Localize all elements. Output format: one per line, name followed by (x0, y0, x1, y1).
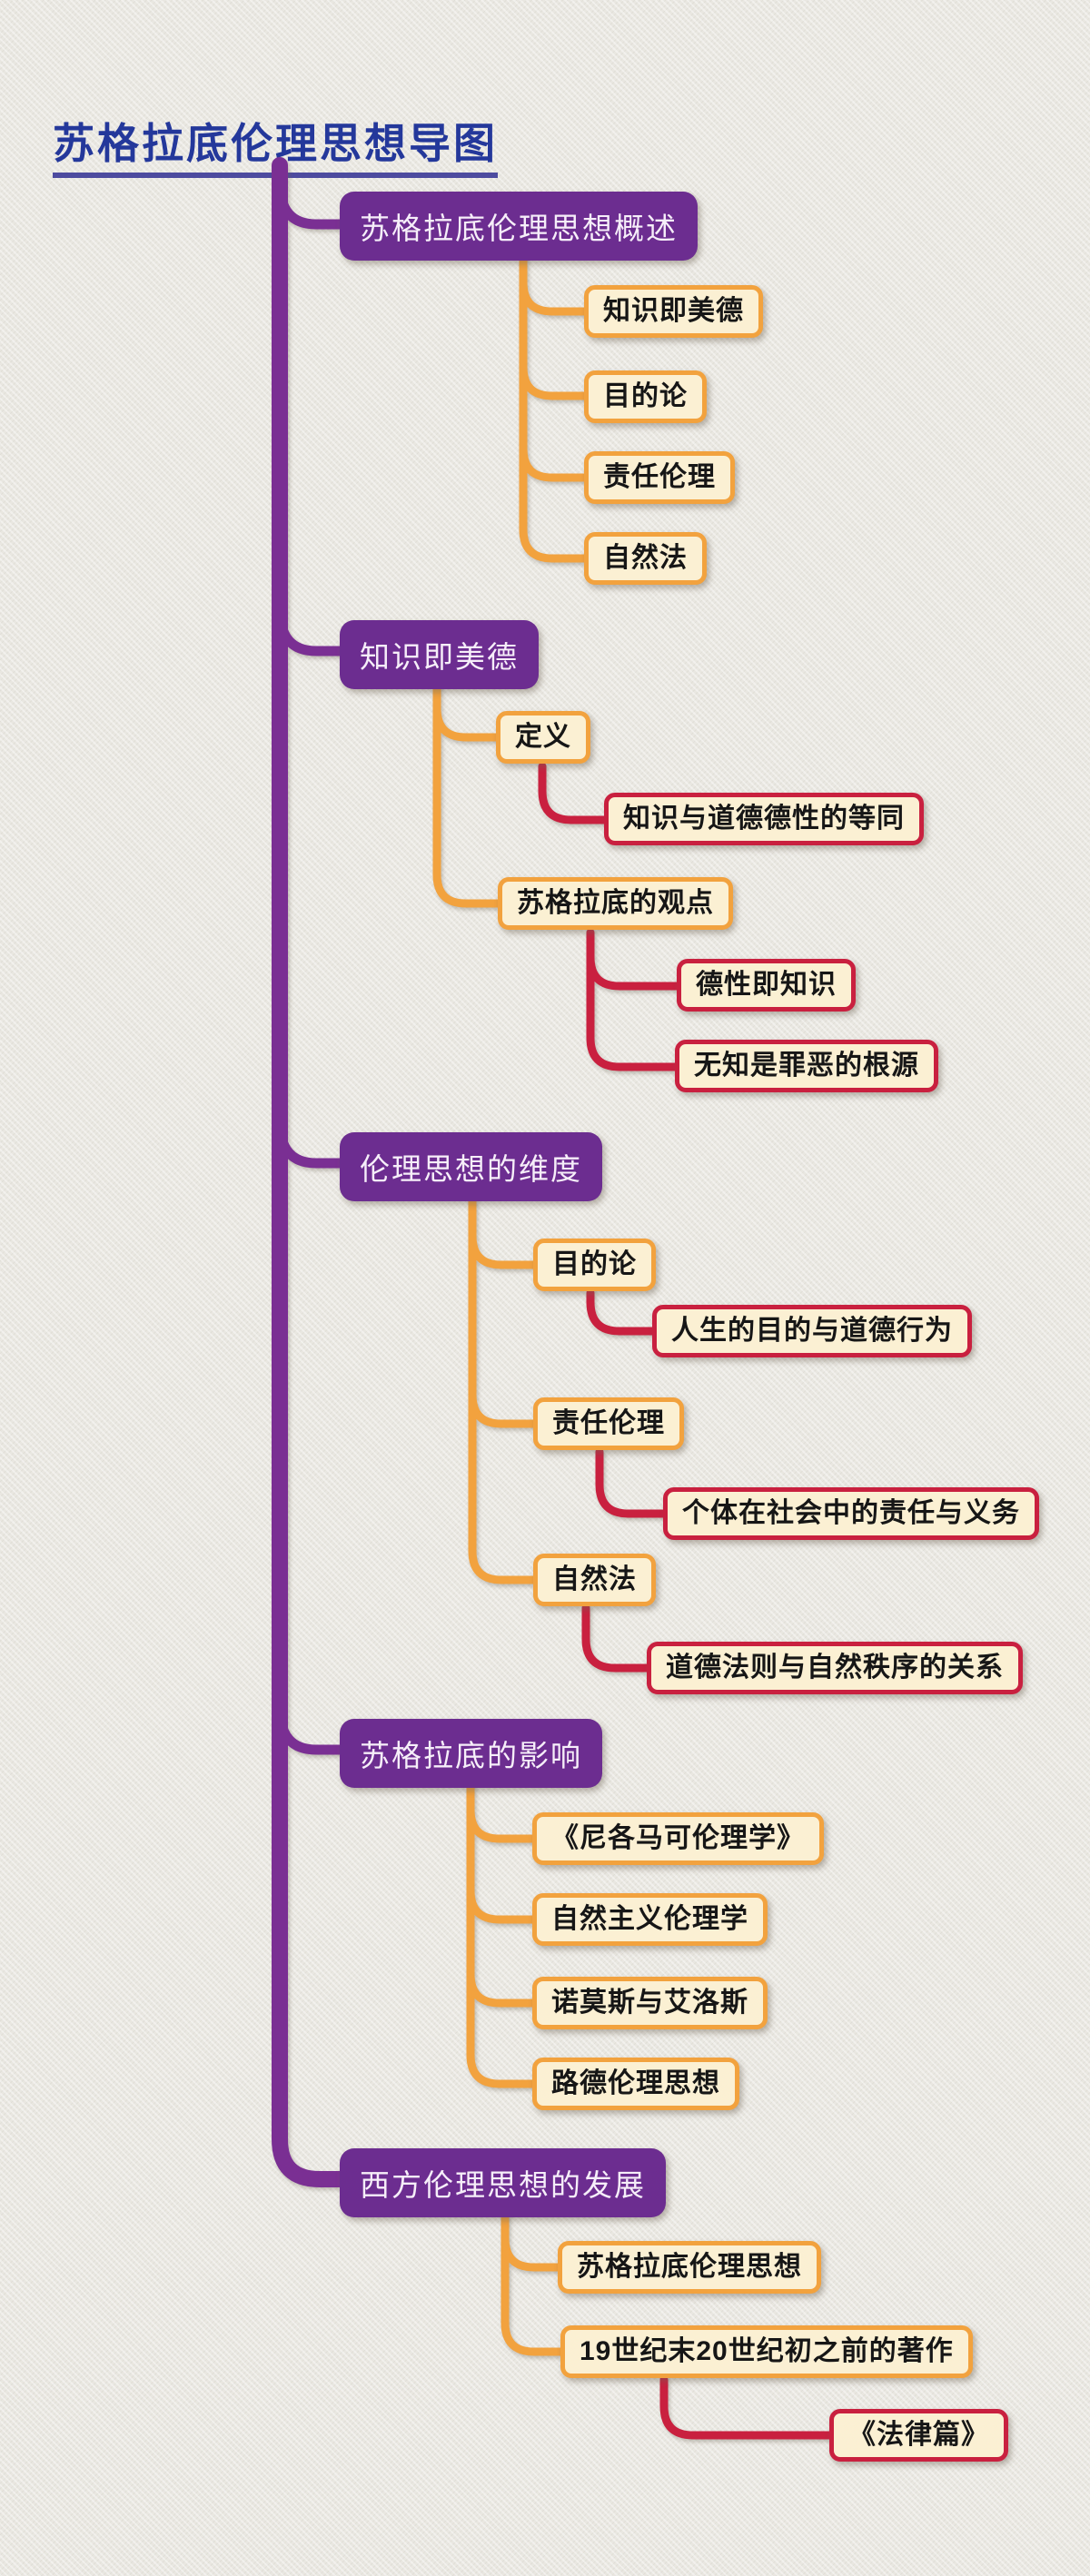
connector-b4-child1 (466, 1805, 537, 1843)
node-responsibility-ethics[interactable]: 责任伦理 (584, 451, 735, 504)
node-socrates-influence[interactable]: 苏格拉底的影响 (340, 1719, 602, 1788)
connector-b1-child2 (519, 362, 589, 400)
node-socrates-viewpoint[interactable]: 苏格拉底的观点 (498, 877, 733, 930)
node-definition[interactable]: 定义 (496, 711, 590, 764)
connector-b1-child3 (519, 444, 589, 482)
connector-teleology-leaf (586, 1288, 657, 1336)
connector-b2-child1 (432, 704, 500, 742)
node-virtue-is-knowledge[interactable]: 德性即知识 (677, 959, 856, 1012)
connector-naturallaw-leaf (581, 1604, 651, 1673)
node-individual-social-duty[interactable]: 个体在社会中的责任与义务 (663, 1487, 1039, 1540)
node-western-ethics-development[interactable]: 西方伦理思想的发展 (340, 2148, 666, 2217)
connector-b3-child1 (468, 1231, 538, 1269)
node-ethics-overview[interactable]: 苏格拉底伦理思想概述 (340, 192, 698, 261)
connector-b5-spine (500, 2207, 565, 2356)
node-moral-law-natural-order[interactable]: 道德法则与自然秩序的关系 (647, 1642, 1023, 1694)
node-knowledge-virtue-branch[interactable]: 知识即美德 (340, 620, 539, 689)
node-nicomachean-ethics[interactable]: 《尼各马可伦理学》 (532, 1812, 824, 1865)
connector-b5-child1 (500, 2234, 562, 2272)
node-nomos-and-eros[interactable]: 诺莫斯与艾洛斯 (532, 1977, 768, 2029)
connector-branch1 (274, 177, 345, 230)
connector-b3-child2 (468, 1390, 538, 1428)
connector-branch2 (274, 604, 345, 656)
node-responsibility-dimension[interactable]: 责任伦理 (533, 1397, 684, 1450)
connector-trunk (272, 157, 348, 2187)
node-teleology-dimension[interactable]: 目的论 (533, 1239, 656, 1291)
connector-branch4 (274, 1703, 345, 1755)
node-ignorance-root-of-evil[interactable]: 无知是罪恶的根源 (675, 1040, 938, 1092)
connector-branch3 (274, 1116, 345, 1169)
connector-b3-spine (468, 1191, 538, 1584)
node-teleology[interactable]: 目的论 (584, 370, 707, 423)
node-pre-20th-century-works[interactable]: 19世纪末20世纪初之前的著作 (560, 2325, 973, 2378)
connector-works-leaf (659, 2375, 834, 2440)
node-the-laws-book[interactable]: 《法律篇》 (829, 2409, 1008, 2462)
node-knowledge-moral-equivalence[interactable]: 知识与道德德性的等同 (604, 793, 924, 845)
connector-b2-spine (432, 679, 502, 908)
node-ethics-dimensions[interactable]: 伦理思想的维度 (340, 1132, 602, 1201)
node-socratic-ethics[interactable]: 苏格拉底伦理思想 (558, 2241, 821, 2294)
connector-viewpoint-leaf1 (586, 952, 681, 991)
node-natural-law[interactable]: 自然法 (584, 532, 707, 585)
connector-definition-leaf (538, 762, 609, 824)
connector-responsibility-leaf (595, 1447, 668, 1518)
node-life-purpose-moral-behavior[interactable]: 人生的目的与道德行为 (652, 1305, 972, 1357)
node-luther-ethics[interactable]: 路德伦理思想 (532, 2058, 739, 2110)
node-natural-law-dimension[interactable]: 自然法 (533, 1554, 656, 1606)
node-naturalistic-ethics[interactable]: 自然主义伦理学 (532, 1893, 768, 1946)
connector-b1-spine (519, 252, 589, 563)
node-knowledge-is-virtue[interactable]: 知识即美德 (584, 285, 763, 338)
connector-b4-child3 (466, 1969, 537, 2008)
connector-b4-spine (466, 1778, 537, 2088)
connector-viewpoint-spine (586, 928, 679, 1071)
connector-b4-child2 (466, 1886, 537, 1924)
connector-b1-child1 (519, 278, 589, 316)
